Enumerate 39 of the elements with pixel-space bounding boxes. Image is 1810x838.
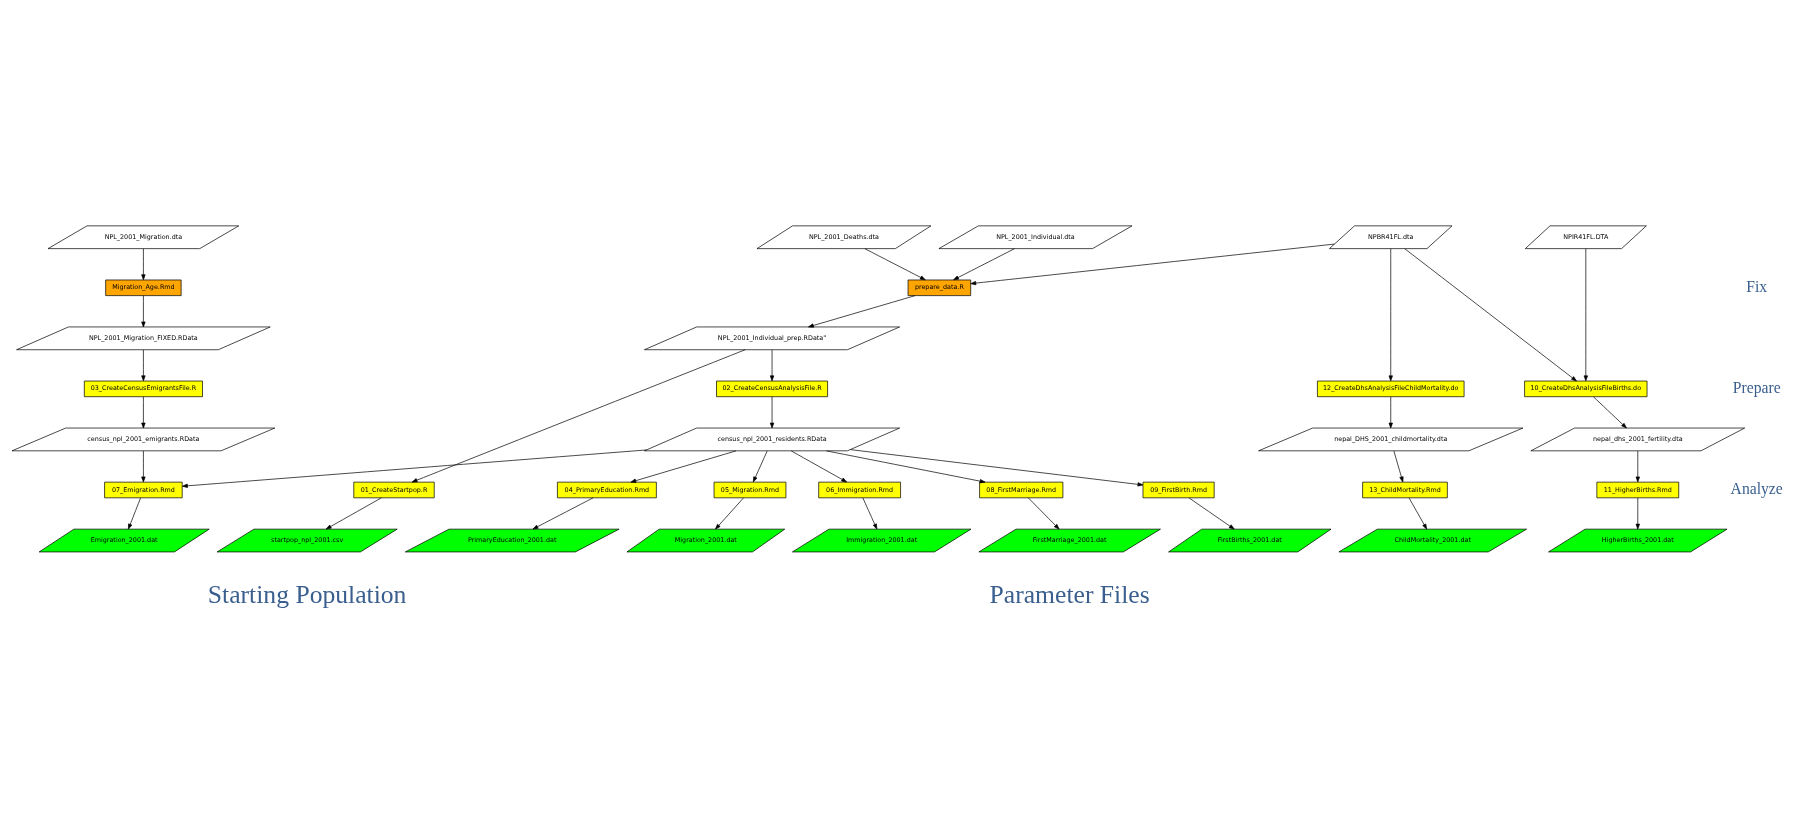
arrow <box>141 248 146 280</box>
label: Fix <box>1746 277 1768 295</box>
arrow <box>752 450 768 482</box>
arrow <box>411 348 746 482</box>
arrow <box>769 396 775 428</box>
arrow <box>970 243 1335 285</box>
arrow <box>864 247 926 280</box>
arrow <box>1635 497 1640 529</box>
arrow <box>141 349 146 381</box>
arrow <box>1388 247 1393 381</box>
arrow <box>826 450 986 483</box>
arrow <box>182 449 647 488</box>
arrow <box>790 450 848 482</box>
label: Parameter Files <box>989 579 1150 609</box>
arrow <box>850 448 1144 486</box>
label: Analyze <box>1730 479 1783 497</box>
arrow <box>808 294 916 328</box>
arrow <box>325 497 382 529</box>
arrow <box>630 450 737 483</box>
arrow <box>1404 247 1577 381</box>
arrow <box>1388 396 1393 428</box>
arrow <box>1028 497 1060 529</box>
arrow <box>1593 396 1627 428</box>
arrow <box>769 349 775 381</box>
arrow <box>141 450 146 482</box>
arrow <box>953 247 1015 280</box>
arrow <box>141 396 146 428</box>
arrow <box>1408 497 1428 529</box>
arrow <box>862 497 878 529</box>
arrow <box>1583 247 1588 381</box>
arrow <box>532 497 594 529</box>
arrow <box>1188 497 1235 529</box>
arrow <box>128 497 141 529</box>
arrow <box>1635 450 1640 482</box>
label: Starting Population <box>207 579 407 609</box>
arrow <box>1393 450 1404 482</box>
label: Prepare <box>1732 378 1781 396</box>
arrow <box>715 497 744 529</box>
arrow <box>141 294 146 327</box>
